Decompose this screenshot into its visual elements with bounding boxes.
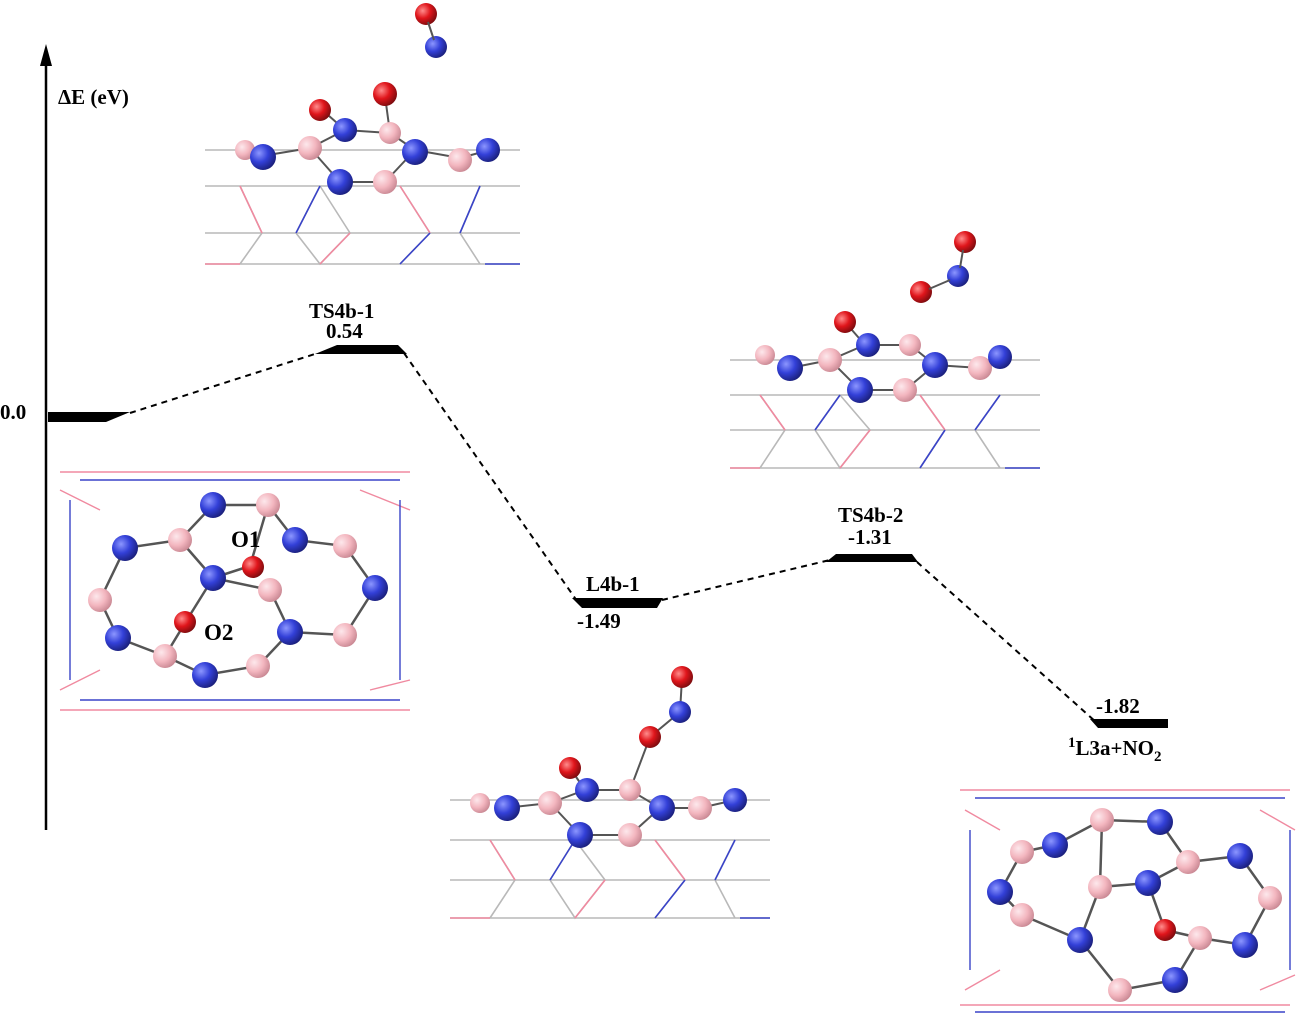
l4b-1-energy: -1.49 [577,609,621,633]
connector-start-ts1 [129,352,319,414]
axis-arrow-icon [40,44,52,66]
molecule-ts4b-1 [205,3,520,266]
reaction-path [129,352,1097,723]
molecule-l3a [960,789,1296,1013]
o2-label: O2 [204,620,233,645]
level-ts4b-1 [315,345,407,354]
ts4b-2-name: TS4b-2 [838,503,903,527]
connector-ts2-final [916,561,1097,723]
connector-ts1-l1 [403,352,578,602]
molecule-start: O1 O2 [59,471,411,711]
level-l4b-1 [572,598,663,608]
level-ts4b-2 [826,554,918,562]
level-l3a-no2 [1090,719,1168,728]
o1-label: O1 [231,527,260,552]
molecule-ts4b-2 [730,231,1040,470]
l4b-1-name: L4b-1 [586,572,640,596]
molecule-l4b-1 [450,666,770,920]
ts4b-2-energy: -1.31 [848,525,892,549]
axis-label: ΔE (eV) [58,85,129,109]
final-energy: -1.82 [1096,694,1140,718]
ts4b-1-name: TS4b-1 [309,299,374,323]
zero-label: 0.0 [0,400,26,424]
level-start [48,412,130,422]
connector-l1-ts2 [661,559,831,601]
final-name: 1L3a+NO2 [1068,735,1161,765]
ts4b-1-energy: 0.54 [326,319,363,343]
